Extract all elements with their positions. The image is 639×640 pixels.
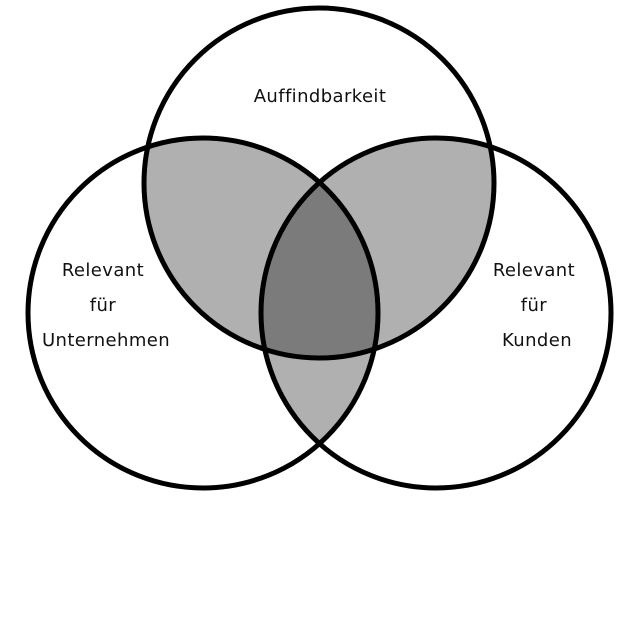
label-relevant-fuer-kunden: Relevant für Kunden [493,260,581,351]
overlap-all-fill [261,138,378,358]
label-unternehmen-line-2: für [90,295,117,316]
circle-relevant-fuer-unternehmen [25,135,381,491]
label-auffindbarkeit: Auffindbarkeit [254,86,387,107]
label-unternehmen-line-1: Relevant [62,260,144,281]
label-auffindbarkeit-line-1: Auffindbarkeit [254,86,387,107]
circle-auffindbarkeit [141,5,497,361]
overlap-all [261,138,378,358]
circle-relevant-fuer-kunden [258,135,614,491]
label-kunden-line-3: Kunden [502,330,572,351]
label-relevant-fuer-unternehmen: Relevant für Unternehmen [42,260,170,351]
label-kunden-line-2: für [521,295,548,316]
label-unternehmen-line-3: Unternehmen [42,330,170,351]
label-kunden-line-1: Relevant [493,260,575,281]
